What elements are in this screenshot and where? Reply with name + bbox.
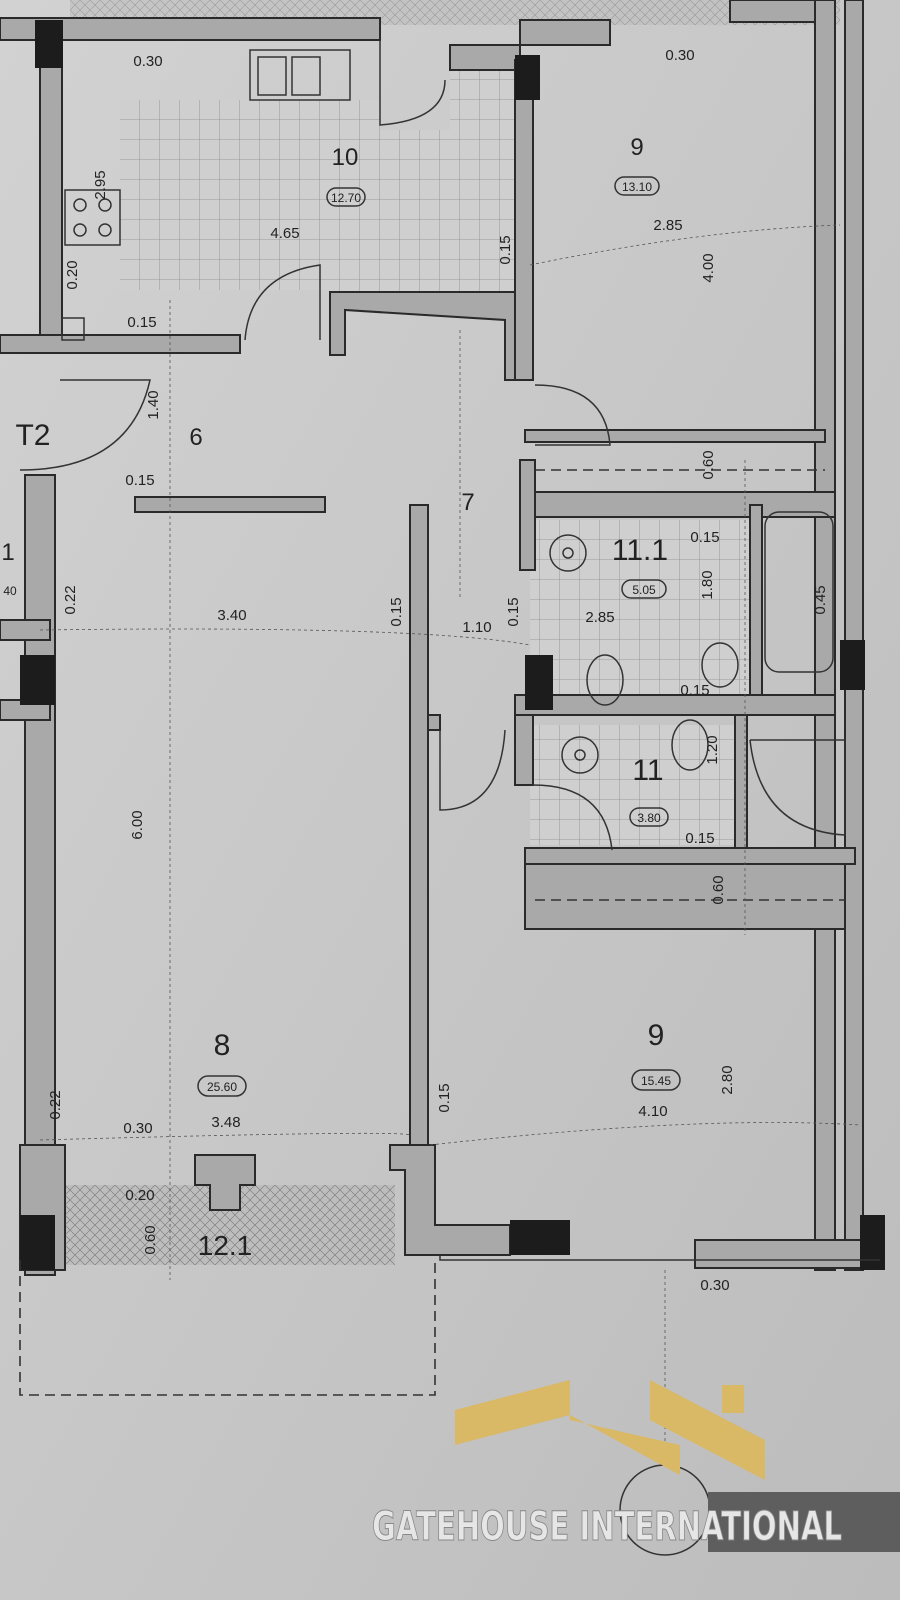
dimension-label: 0.30 xyxy=(665,47,694,64)
dimension-label: 0.15 xyxy=(388,597,405,626)
room-9-top-number: 9 xyxy=(630,134,643,161)
dimension-label: 0.60 xyxy=(142,1225,159,1254)
room-t2-label: T2 xyxy=(15,419,50,452)
dimension-label: 2.85 xyxy=(653,217,682,234)
fixtures xyxy=(19,40,880,1556)
room-10-number: 10 xyxy=(332,144,359,171)
dimension-label: 0.15 xyxy=(436,1083,453,1112)
watermark-text: GATEHOUSE INTERNATIONAL xyxy=(372,1504,842,1550)
dimension-label: 3.48 xyxy=(211,1114,240,1131)
dimension-label: 0.60 xyxy=(700,450,717,479)
dimension-label: 4.00 xyxy=(700,253,717,282)
dimension-label: 2.95 xyxy=(92,170,109,199)
dimension-label: 0.45 xyxy=(812,585,829,614)
room-11-1-number: 11.1 xyxy=(612,534,668,567)
dimension-label: 2.85 xyxy=(585,609,614,626)
roof-logo-icon xyxy=(455,1380,680,1475)
tiled-floors xyxy=(55,0,840,1265)
room-7-number: 7 xyxy=(461,489,474,516)
dimension-label: 0.15 xyxy=(505,597,522,626)
room-6-number: 6 xyxy=(189,424,202,451)
dimension-label: 0.30 xyxy=(123,1120,152,1137)
room-8-number: 8 xyxy=(214,1029,231,1062)
room-12-1-number: 12.1 xyxy=(198,1230,253,1261)
dimension-label: 0.20 xyxy=(125,1187,154,1204)
room-partial-number: 1 xyxy=(1,539,14,566)
gatehouse-logo-watermark: GATEHOUSE INTERNATIONAL xyxy=(372,1380,900,1552)
dimension-label: 1.40 xyxy=(145,390,162,419)
dimension-label: 6.00 xyxy=(129,810,146,839)
dimension-label: 0.60 xyxy=(710,875,727,904)
room-10-area: 12.70 xyxy=(331,191,361,205)
dimension-label: 0.15 xyxy=(690,529,719,546)
dimension-label: 3.40 xyxy=(217,607,246,624)
room-11-1-area: 5.05 xyxy=(632,583,656,597)
dimension-label: 0.22 xyxy=(62,585,79,614)
room-9-bottom-number: 9 xyxy=(648,1019,665,1052)
room-labels: 10 12.70 9 13.10 T2 6 7 11.1 5.05 11 3.8… xyxy=(1,134,681,1261)
room-9-top-area: 13.10 xyxy=(622,180,652,194)
dimension-label: 2.80 xyxy=(719,1065,736,1094)
dimension-label: 1.10 xyxy=(462,619,491,636)
dimension-label: 1.20 xyxy=(704,735,721,764)
dimension-label: 0.15 xyxy=(497,235,514,264)
dimension-label: 0.15 xyxy=(685,830,714,847)
dimension-label: 0.15 xyxy=(125,472,154,489)
room-11-area: 3.80 xyxy=(637,811,661,825)
dimension-label: 4.65 xyxy=(270,225,299,242)
dimension-label: 4.10 xyxy=(638,1103,667,1120)
dimension-label: 0.15 xyxy=(127,314,156,331)
dimension-labels: 0.30 0.30 2.95 4.65 0.15 2.85 4.00 0.20 … xyxy=(47,47,829,1294)
dimension-label: 0.22 xyxy=(47,1090,64,1119)
dimension-label: 0.30 xyxy=(700,1277,729,1294)
dimension-label: 0.15 xyxy=(680,682,709,699)
walls xyxy=(0,0,885,1276)
room-9-bottom-area: 15.45 xyxy=(641,1074,671,1088)
room-11-number: 11 xyxy=(632,754,663,787)
dimension-label: 1.80 xyxy=(699,570,716,599)
room-partial-area: 40 xyxy=(3,584,17,598)
dimension-label: 0.20 xyxy=(64,260,81,289)
dimension-label: 0.30 xyxy=(133,53,162,70)
room-8-area: 25.60 xyxy=(207,1080,237,1094)
